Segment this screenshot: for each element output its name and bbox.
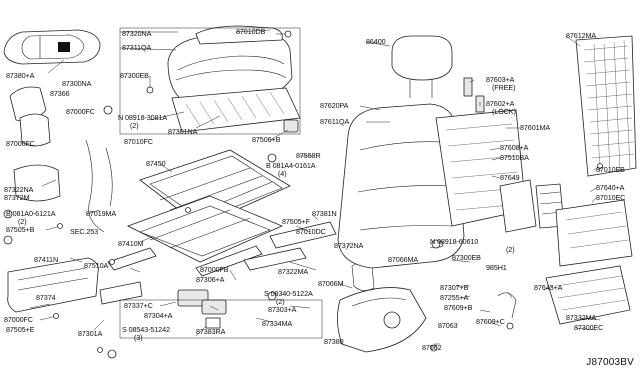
- label-qty-2a: (2): [130, 121, 139, 130]
- label-87601MA: 87601MA: [520, 123, 551, 132]
- label-87609B: 87609+B: [444, 303, 473, 312]
- fastener-icons: [3, 30, 603, 359]
- label-87306A: 87306+A: [196, 275, 225, 284]
- label-87010DC: 87010DC: [296, 227, 326, 236]
- label-87383RA: 87383RA: [196, 327, 226, 336]
- label-87505B: 87505+B: [6, 225, 35, 234]
- label-87010FC: 87010FC: [124, 137, 153, 146]
- label-87304A: 87304+A: [144, 311, 173, 320]
- label-87332MA: 87332MA: [566, 313, 597, 322]
- seat-side-shield-part: [337, 261, 427, 353]
- label-08543-51242: S 08543-51242: [122, 325, 170, 334]
- label-985H1: 985H1: [486, 263, 507, 272]
- label-87334MA: 87334MA: [262, 319, 293, 328]
- label-87558R: 87558R: [296, 151, 321, 160]
- label-87366: 87366: [50, 89, 70, 98]
- label-87337C: 87337+C: [124, 301, 153, 310]
- label-87303A: 87303+A: [268, 305, 297, 314]
- label-87381N: 87381N: [312, 209, 337, 218]
- label-87612MA: 87612MA: [566, 31, 597, 40]
- diagram-id: J87003BV: [586, 357, 634, 368]
- label-87510A: 87510A: [84, 261, 109, 270]
- label-87300NA: 87300NA: [62, 79, 92, 88]
- label-87620PA: 87620PA: [320, 101, 349, 110]
- label-87374: 87374: [36, 293, 56, 302]
- label-87380A: 87380+A: [6, 71, 35, 80]
- label-87603A: 87603+A: [486, 75, 515, 84]
- label-sec-253: SEC.253: [70, 227, 99, 236]
- label-87000FC-1: 87000FC: [66, 107, 95, 116]
- label-87602A: 87602+A: [486, 99, 515, 108]
- label-87066M: 87066M: [318, 279, 344, 288]
- label-87649: 87649: [500, 173, 520, 182]
- label-87300EB-2: 87300EB: [452, 253, 481, 262]
- label-qty-2d: (2): [276, 297, 285, 306]
- label-qty-2b: (2): [18, 217, 27, 226]
- back-board-part: [575, 35, 637, 177]
- label-87372M: 87372M: [4, 193, 30, 202]
- label-qty-4: (4): [278, 169, 287, 178]
- label-87608A: 87608+A: [500, 143, 529, 152]
- label-87019MA: 87019MA: [86, 209, 117, 218]
- label-081A4-0161A: B 081A4-0161A: [266, 161, 316, 170]
- cushion-group-box: [119, 27, 301, 135]
- label-qty-3: (3): [134, 333, 143, 342]
- label-87063: 87063: [438, 321, 458, 330]
- label-87372NA: 87372NA: [334, 241, 364, 250]
- label-free: (FREE): [492, 83, 516, 92]
- label-87609C: 87609+C: [476, 317, 505, 326]
- label-08918-60610: N 08918-60610: [430, 237, 479, 246]
- label-08918-3081A: N 08918-3081A: [118, 113, 168, 122]
- label-08340-5122A: S 08340-5122A: [264, 289, 313, 298]
- label-081A0-6121A: B 081A0-6121A: [6, 209, 56, 218]
- lower-group-box: [119, 299, 323, 339]
- seat-frame-part: [107, 149, 291, 277]
- label-87510BA: 87510BA: [500, 153, 529, 162]
- label-87307B: 87307+B: [440, 283, 469, 292]
- label-87010EC: 87010EC: [596, 193, 626, 202]
- cushion-pan-part: [171, 87, 301, 133]
- label-87010EB: 87010EB: [596, 165, 625, 174]
- seat-back-frame-part: [435, 109, 565, 233]
- label-87505E: 87505+E: [6, 325, 35, 334]
- label-87410M: 87410M: [118, 239, 144, 248]
- back-panel-part: [497, 199, 633, 325]
- label-87000FC-3: 87000FC: [4, 315, 33, 324]
- label-87300EB: 87300EB: [120, 71, 149, 80]
- label-86400: 86400: [366, 37, 386, 46]
- seat-back-part: [337, 103, 465, 269]
- label-87640A: 87640+A: [596, 183, 625, 192]
- label-87320NA: 87320NA: [122, 29, 152, 38]
- label-87322MA: 87322MA: [278, 267, 309, 276]
- label-87000FC-2: 87000FC: [6, 139, 35, 148]
- label-87255A: 87255+A: [440, 293, 469, 302]
- label-87611QA: 87611QA: [320, 117, 350, 126]
- label-87301A: 87301A: [78, 329, 103, 338]
- label-87066MA: 87066MA: [388, 255, 419, 264]
- label-87643A: 87643+A: [534, 283, 563, 292]
- car-top-view-icon: [3, 29, 101, 65]
- label-87322NA: 87322NA: [4, 185, 34, 194]
- label-87380: 87380: [324, 337, 344, 346]
- label-87505F: 87505+F: [282, 217, 310, 226]
- label-qty-2c: (2): [506, 245, 515, 254]
- side-cover-parts: [7, 86, 143, 313]
- label-lock: (LOCK): [492, 107, 516, 116]
- label-87411N: 87411N: [34, 255, 59, 264]
- label-87311QA: 87311QA: [122, 43, 152, 52]
- label-87506B: 87506+B: [252, 135, 281, 144]
- label-87300EC: 87300EC: [574, 323, 604, 332]
- label-87010DB: 87010DB: [236, 27, 266, 36]
- label-87450: 87450: [146, 159, 166, 168]
- headrest-part: [391, 35, 485, 113]
- label-87062: 87062: [422, 343, 442, 352]
- label-87301NA: 87301NA: [168, 127, 198, 136]
- label-87000FB: 87000FB: [200, 265, 229, 274]
- lower-small-parts: [177, 221, 337, 329]
